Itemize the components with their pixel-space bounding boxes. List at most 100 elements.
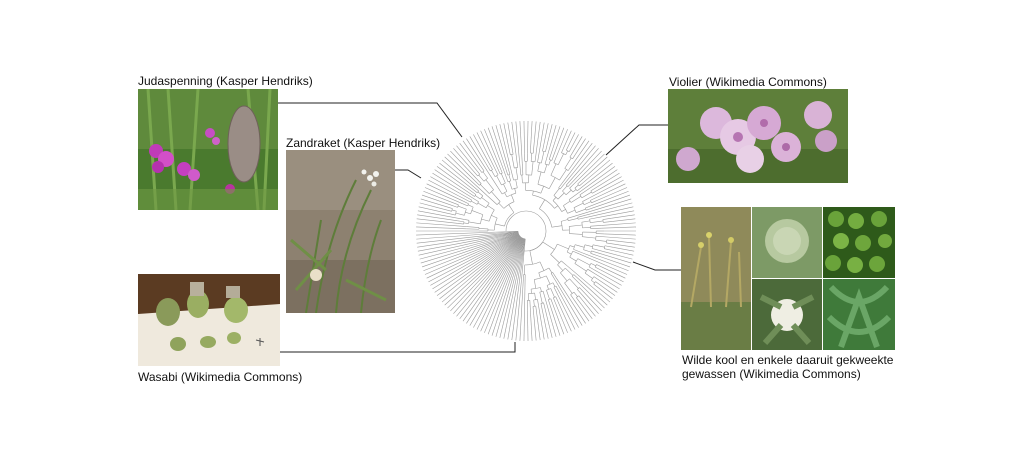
tree-branch — [531, 161, 534, 176]
tree-branch — [603, 251, 633, 260]
tree-branch — [602, 286, 616, 296]
tree-branch — [530, 121, 533, 140]
tree-branch — [552, 304, 565, 335]
tree-branch — [597, 278, 618, 293]
tree-branch — [537, 171, 542, 185]
tree-branch — [553, 188, 560, 196]
tree-branch — [530, 153, 533, 162]
tree-branch — [487, 238, 524, 335]
tree-branch — [449, 204, 458, 208]
tree-branch — [574, 184, 579, 189]
photo-violier — [668, 89, 848, 183]
tree-branch — [613, 246, 635, 252]
tree-branch — [416, 218, 458, 224]
tree-branch — [534, 292, 536, 300]
tree-branch — [541, 151, 545, 164]
tree-branch — [451, 209, 457, 212]
tree-branch — [561, 219, 568, 222]
tree-branch — [417, 210, 465, 220]
tree-branch — [557, 243, 569, 250]
tree-arc — [505, 210, 547, 252]
tree-branch — [539, 199, 545, 209]
tree-branch — [467, 185, 478, 193]
tree-branch — [592, 248, 604, 252]
tree-branch — [421, 233, 519, 268]
tree-branch — [465, 211, 471, 215]
tree-branch — [584, 272, 593, 279]
tree-branch — [573, 299, 590, 322]
tree-branch — [601, 266, 626, 279]
tree-branch — [499, 124, 512, 169]
tree-branch — [467, 204, 474, 208]
tree-branch — [418, 206, 452, 215]
tree-branch — [459, 237, 522, 319]
tree-branch — [507, 122, 512, 142]
tree-branch — [570, 196, 581, 203]
tree-branch — [591, 280, 595, 284]
tree-branch — [581, 191, 592, 199]
tree-branch — [538, 305, 545, 340]
tree-branch — [428, 179, 459, 196]
tree-branch — [606, 239, 620, 242]
tree-branch — [562, 143, 593, 183]
tree-branch — [565, 150, 569, 155]
tree-branch — [474, 180, 480, 186]
tree-branch — [476, 132, 496, 169]
tree-branch — [534, 153, 537, 162]
leader-kool — [632, 261, 681, 271]
tree-branch — [428, 234, 520, 283]
tree-branch — [579, 182, 584, 187]
tree-branch — [548, 267, 553, 274]
tree-branch — [549, 305, 561, 336]
tree-branch — [471, 200, 478, 205]
tree-branch — [503, 123, 509, 143]
tree-branch — [546, 290, 550, 300]
tree-branch — [551, 225, 563, 228]
tree-branch — [511, 154, 515, 169]
tree-branch — [472, 197, 479, 202]
tree-branch — [557, 301, 572, 332]
photo-zandraket — [286, 150, 395, 313]
tree-branch — [455, 212, 465, 216]
tree-branch — [600, 289, 613, 300]
caption-kool-line1: Wilde kool en enkele daaruit gekweekte — [682, 353, 894, 367]
tree-branch — [589, 179, 624, 199]
tree-branch — [589, 216, 603, 220]
tree-branch — [601, 256, 631, 268]
tree-branch — [569, 256, 577, 262]
tree-branch — [434, 169, 469, 193]
tree-branch — [558, 129, 568, 152]
tree-branch — [611, 214, 635, 219]
tree-branch — [579, 188, 590, 196]
tree-branch — [583, 249, 592, 253]
tree-branch — [544, 158, 547, 165]
tree-branch — [505, 175, 509, 182]
tree-branch — [529, 250, 533, 265]
tree-branch — [595, 239, 607, 242]
tree-branch — [511, 194, 515, 202]
tree-branch — [521, 163, 524, 175]
tree-branch — [457, 205, 467, 210]
tree-arc — [529, 241, 543, 251]
tree-branch — [466, 237, 522, 324]
tree-branch — [619, 241, 636, 244]
tree-branch — [527, 310, 529, 341]
tree-branch — [566, 251, 572, 255]
tree-branch — [434, 235, 520, 293]
tree-branch — [419, 202, 439, 209]
tree-branch — [420, 233, 519, 264]
tree-branch — [478, 228, 489, 230]
tree-branch — [570, 134, 579, 149]
tree-branch — [416, 230, 519, 236]
tree-branch — [541, 307, 549, 339]
tree-branch — [487, 205, 495, 211]
tree-branch — [602, 217, 612, 220]
tree-branch — [588, 266, 595, 270]
tree-branch — [566, 180, 571, 186]
tree-branch — [596, 264, 602, 268]
tree-branch — [472, 165, 480, 175]
tree-branch — [487, 195, 498, 205]
tree-branch — [565, 189, 572, 195]
tree-branch — [508, 174, 512, 181]
tree-branch — [583, 159, 611, 183]
